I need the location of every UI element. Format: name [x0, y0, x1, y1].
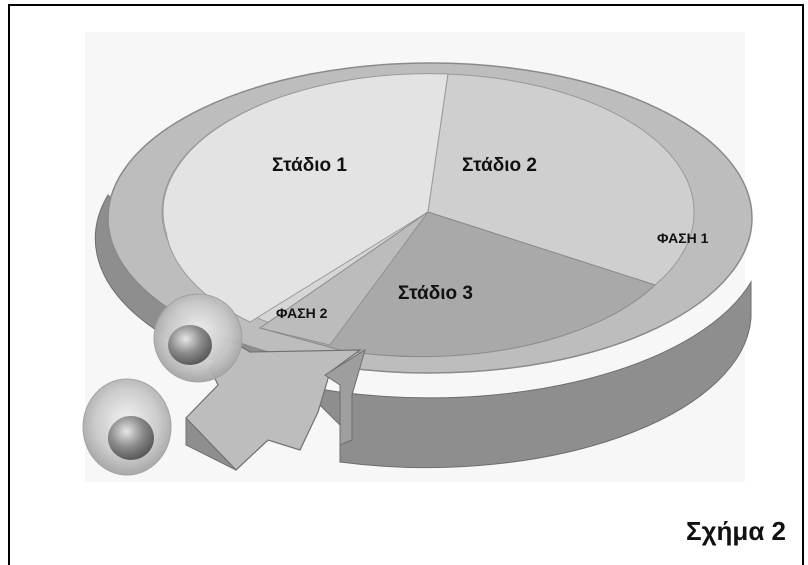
stage-1-label: Στάδιο 1 [272, 155, 347, 176]
exit-arrow-side [185, 416, 237, 471]
figure-caption: Σχήμα 2 [685, 516, 786, 546]
phase-2-label: ΦΑΣΗ 2 [276, 305, 328, 321]
reentry-arrow [324, 348, 366, 446]
stage-2-label: Στάδιο 2 [462, 155, 537, 176]
phase-2-wedge [259, 211, 429, 346]
stage-2-slice [427, 73, 695, 286]
ring-side [94, 194, 752, 469]
nucleus-top [168, 325, 212, 365]
phase-1-label: ΦΑΣΗ 1 [657, 230, 709, 246]
stage-3-slice [258, 211, 656, 358]
nucleus-bottom [108, 416, 154, 460]
stage-1-slice [162, 73, 449, 323]
stage-3-label: Στάδιο 3 [398, 283, 473, 304]
